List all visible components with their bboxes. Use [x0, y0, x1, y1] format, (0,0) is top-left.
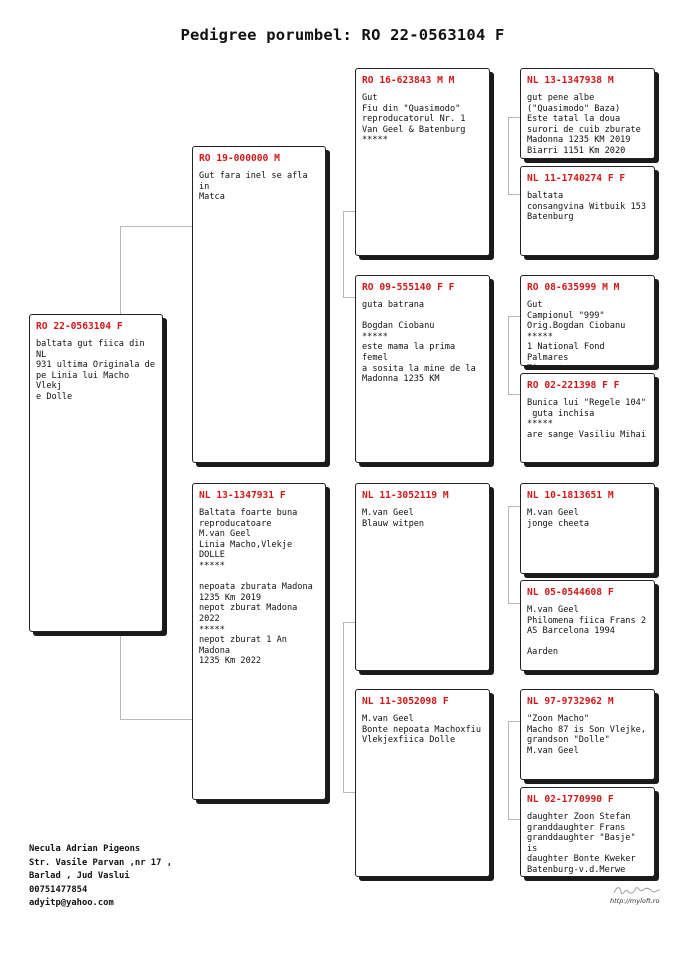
sire-sire-sire-ring-number: NL 13-1347938 M	[527, 75, 614, 86]
sire-sire-dam-description: baltata consangvina Witbuik 153 Batenbur…	[527, 191, 646, 223]
sire-dam-sire-description: Gut Campionul "999" Orig.Bogdan Ciobanu …	[527, 300, 626, 365]
sire-sire-dam-card[interactable]: NL 11-1740274 F F baltata consangvina Wi…	[520, 166, 655, 256]
site-link[interactable]: http://myloft.ro	[610, 897, 660, 905]
dam-sire-description: M.van Geel Blauw witpen	[362, 508, 425, 529]
sire-ring-number: RO 19-000000 M	[199, 153, 280, 164]
sire-sire-sire-card[interactable]: NL 13-1347938 M gut pene albe ("Quasimod…	[520, 68, 655, 159]
dam-sire-card[interactable]: NL 11-3052119 M M.van Geel Blauw witpen	[355, 483, 490, 671]
sire-card[interactable]: RO 19-000000 M Gut fara inel se afla in …	[192, 146, 326, 463]
connector-line	[508, 316, 520, 317]
subject-card[interactable]: RO 22-0563104 F baltata gut fiica din NL…	[29, 314, 163, 632]
connector-line	[343, 211, 344, 298]
dam-sire-dam-description: M.van Geel Philomena fiica Frans 2 AS Ba…	[527, 605, 646, 658]
connector-line	[343, 297, 355, 298]
dam-dam-dam-card[interactable]: NL 02-1770990 F daughter Zoon Stefan gra…	[520, 787, 655, 877]
sire-dam-ring-number: RO 09-555140 F F	[362, 282, 455, 293]
sire-sire-description: Gut Fiu din "Quasimodo" reproducatorul N…	[362, 93, 466, 146]
myloft-logo-icon	[613, 887, 661, 895]
page-title: Pedigree porumbel: RO 22-0563104 F	[180, 26, 505, 44]
dam-description: Baltata foarte buna reproducatoare M.van…	[199, 508, 313, 667]
dam-sire-sire-description: M.van Geel jonge cheeta	[527, 508, 590, 529]
connector-line	[120, 226, 121, 319]
connector-line	[508, 721, 509, 819]
sire-sire-dam-ring-number: NL 11-1740274 F F	[527, 173, 626, 184]
sire-sire-card[interactable]: RO 16-623843 M M Gut Fiu din "Quasimodo"…	[355, 68, 490, 256]
connector-line	[508, 117, 520, 118]
dam-dam-dam-description: daughter Zoon Stefan granddaughter Frans…	[527, 812, 636, 875]
breeder-contact: Necula Adrian Pigeons Str. Vasile Parvan…	[29, 843, 172, 911]
connector-line	[508, 316, 509, 394]
connector-line	[120, 631, 121, 719]
dam-dam-ring-number: NL 11-3052098 F	[362, 696, 449, 707]
dam-dam-dam-ring-number: NL 02-1770990 F	[527, 794, 614, 805]
connector-line	[508, 506, 509, 603]
connector-line	[343, 211, 355, 212]
dam-sire-dam-card[interactable]: NL 05-0544608 F M.van Geel Philomena fii…	[520, 580, 655, 671]
subject-ring-number: RO 22-0563104 F	[36, 321, 123, 332]
sire-dam-dam-ring-number: RO 02-221398 F F	[527, 380, 620, 391]
dam-sire-ring-number: NL 11-3052119 M	[362, 490, 449, 501]
dam-dam-sire-card[interactable]: NL 97-9732962 M "Zoon Macho" Macho 87 is…	[520, 689, 655, 780]
sire-dam-sire-ring-number: RO 08-635999 M M	[527, 282, 620, 293]
sire-sire-sire-description: gut pene albe ("Quasimodo" Baza) Este ta…	[527, 93, 641, 156]
breeder-phone: 00751477854	[29, 884, 88, 895]
connector-line	[508, 603, 520, 604]
connector-line	[508, 394, 520, 395]
sire-dam-dam-description: Bunica lui "Regele 104" guta inchisa ***…	[527, 398, 646, 440]
sire-sire-ring-number: RO 16-623843 M M	[362, 75, 455, 86]
sire-description: Gut fara inel se afla in Matca	[199, 171, 308, 203]
connector-line	[343, 622, 355, 623]
connector-line	[343, 792, 355, 793]
dam-sire-sire-ring-number: NL 10-1813651 M	[527, 490, 614, 501]
dam-sire-dam-ring-number: NL 05-0544608 F	[527, 587, 614, 598]
sire-dam-description: guta batrana Bogdan Ciobanu ***** este m…	[362, 300, 476, 385]
breeder-email[interactable]: adyitp@yahoo.com	[29, 898, 114, 909]
connector-line	[508, 819, 520, 820]
connector-line	[120, 719, 192, 720]
sire-dam-card[interactable]: RO 09-555140 F F guta batrana Bogdan Cio…	[355, 275, 490, 463]
breeder-city: Barlad , Jud Vaslui	[29, 871, 130, 882]
sire-dam-sire-card[interactable]: RO 08-635999 M M Gut Campionul "999" Ori…	[520, 275, 655, 366]
dam-dam-sire-ring-number: NL 97-9732962 M	[527, 696, 614, 707]
connector-line	[508, 194, 520, 195]
breeder-name: Necula Adrian Pigeons	[29, 844, 141, 854]
breeder-street: Str. Vasile Parvan ,nr 17 ,	[29, 857, 172, 868]
connector-line	[508, 721, 520, 722]
dam-dam-description: M.van Geel Bonte nepoata Machoxfiu Vlekj…	[362, 714, 481, 746]
dam-dam-card[interactable]: NL 11-3052098 F M.van Geel Bonte nepoata…	[355, 689, 490, 877]
dam-dam-sire-description: "Zoon Macho" Macho 87 is Son Vlejke, gra…	[527, 714, 646, 756]
dam-card[interactable]: NL 13-1347931 F Baltata foarte buna repr…	[192, 483, 326, 800]
dam-sire-sire-card[interactable]: NL 10-1813651 M M.van Geel jonge cheeta	[520, 483, 655, 574]
connector-line	[508, 117, 509, 194]
connector-line	[120, 226, 192, 227]
sire-dam-dam-card[interactable]: RO 02-221398 F F Bunica lui "Regele 104"…	[520, 373, 655, 463]
dam-ring-number: NL 13-1347931 F	[199, 490, 286, 501]
connector-line	[508, 506, 520, 507]
subject-description: baltata gut fiica din NL 931 ultima Orig…	[36, 339, 155, 402]
connector-line	[343, 622, 344, 792]
